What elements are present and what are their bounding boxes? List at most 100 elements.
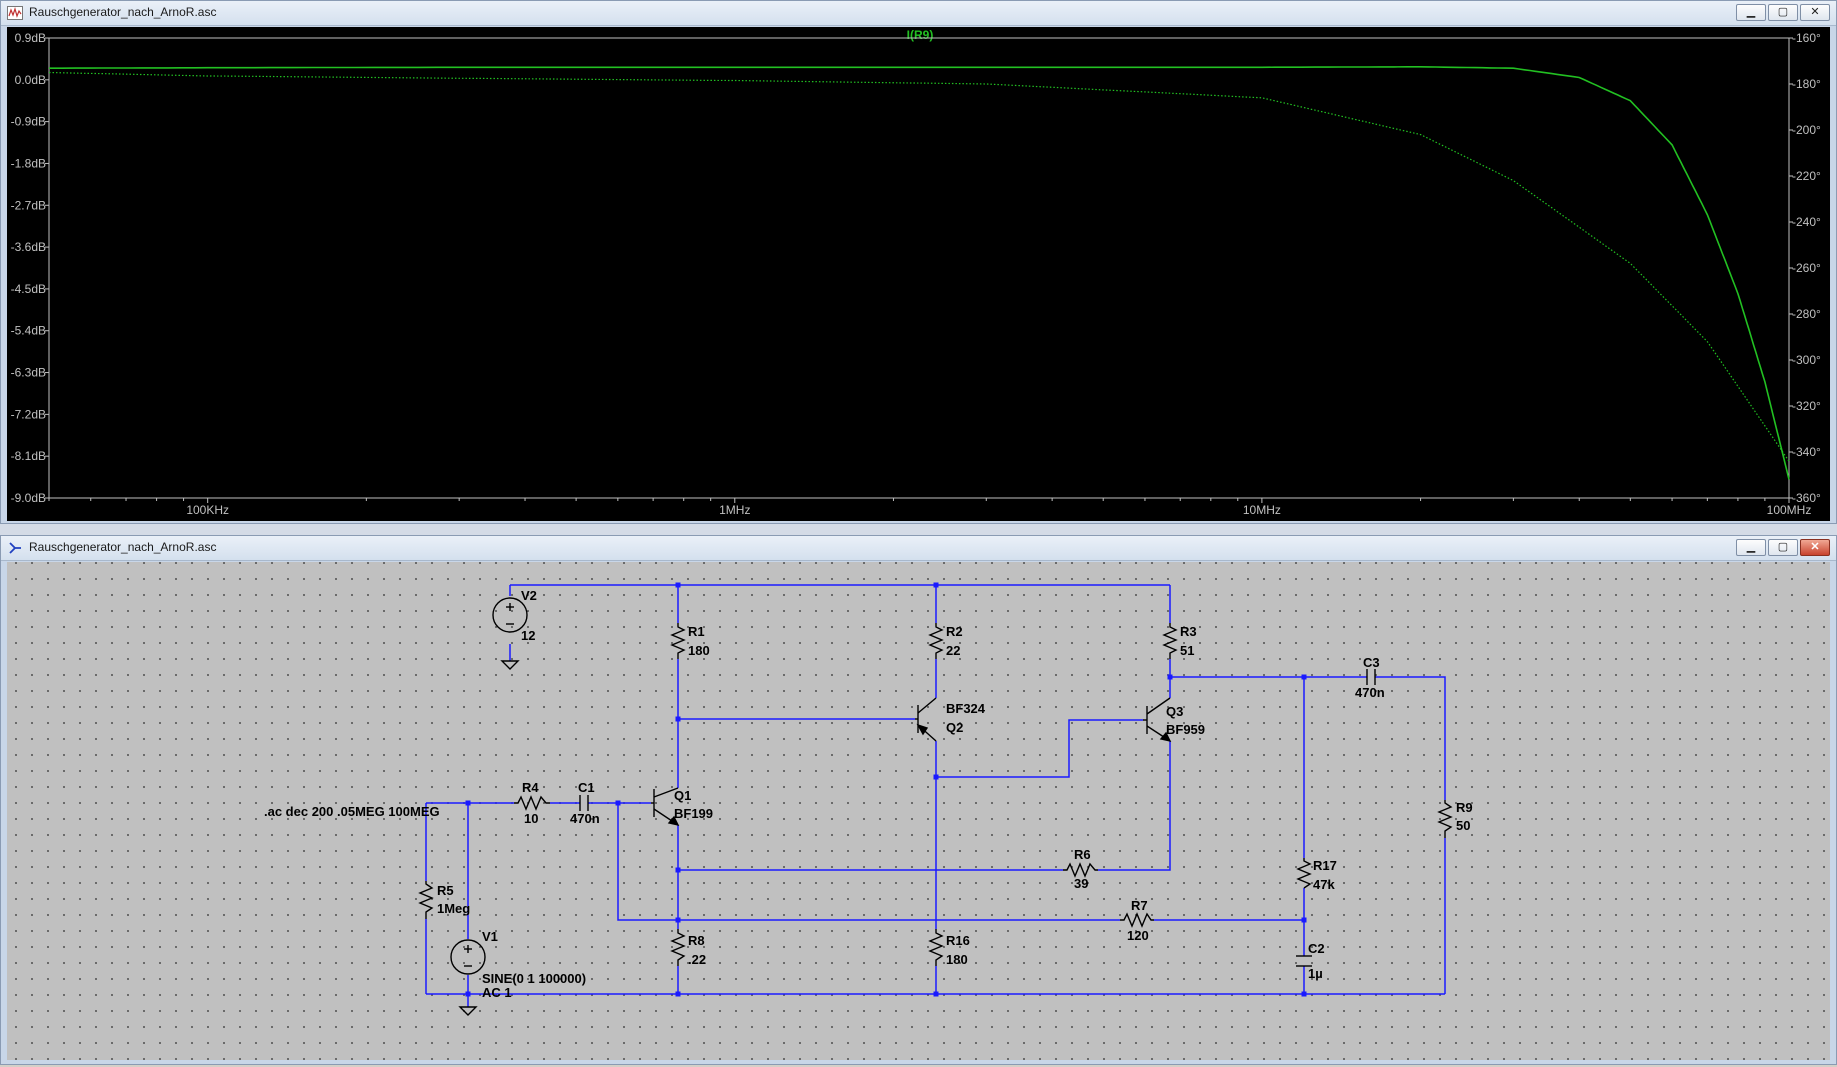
- r16-value-label[interactable]: 180: [946, 952, 968, 967]
- transistor-q2-symbol[interactable]: [915, 697, 937, 742]
- r2-value-label[interactable]: 22: [946, 643, 960, 658]
- resistor-r6-symbol[interactable]: [1063, 862, 1098, 878]
- v2-value-label[interactable]: 12: [521, 628, 535, 643]
- r3-name-label[interactable]: R3: [1180, 624, 1197, 639]
- junction-dot: [465, 991, 471, 997]
- c3-value-label[interactable]: 470n: [1355, 685, 1385, 700]
- c2-name-label[interactable]: C2: [1308, 941, 1325, 956]
- capacitor-c1-symbol[interactable]: [579, 795, 589, 811]
- c3-name-label[interactable]: C3: [1363, 655, 1380, 670]
- trace-label-i-r9[interactable]: I(R9): [907, 28, 934, 42]
- resistor-r4-symbol[interactable]: [514, 795, 550, 811]
- wire[interactable]: [1375, 676, 1446, 800]
- r5-value-label[interactable]: 1Meg: [437, 901, 470, 916]
- c2-value-label[interactable]: 1µ: [1308, 966, 1323, 981]
- schematic-window[interactable]: Rauschgenerator_nach_ArnoR.asc ▁ ▢ ✕: [0, 535, 1837, 1065]
- q2-name-label[interactable]: Q2: [946, 720, 963, 735]
- r9-value-label[interactable]: 50: [1456, 818, 1470, 833]
- schematic-window-title: Rauschgenerator_nach_ArnoR.asc: [29, 540, 217, 554]
- y-tick-label-right: -260°: [1792, 261, 1821, 275]
- resistor-r3-symbol[interactable]: [1162, 623, 1178, 659]
- waveform-titlebar[interactable]: Rauschgenerator_nach_ArnoR.asc ▁ ▢ ✕: [1, 1, 1836, 26]
- q2-part-label[interactable]: BF324: [946, 701, 986, 716]
- y-tick-label-right: -320°: [1792, 399, 1821, 413]
- schematic-titlebar[interactable]: Rauschgenerator_nach_ArnoR.asc ▁ ▢ ✕: [1, 536, 1836, 561]
- minimize-button[interactable]: ▁: [1736, 4, 1766, 21]
- junction-dot: [675, 991, 681, 997]
- transistor-q1-symbol[interactable]: [651, 787, 680, 827]
- q1-part-label[interactable]: BF199: [674, 806, 713, 821]
- junction-dot: [675, 867, 681, 873]
- r16-name-label[interactable]: R16: [946, 933, 970, 948]
- r1-name-label[interactable]: R1: [688, 624, 705, 639]
- resistor-r1-symbol[interactable]: [670, 623, 686, 659]
- spice-directive[interactable]: .ac dec 200 .05MEG 100MEG: [264, 804, 440, 819]
- resistor-r9-symbol[interactable]: [1437, 800, 1453, 838]
- voltage-source-v2-symbol[interactable]: [492, 597, 528, 633]
- junctions: [465, 582, 1307, 997]
- r9-name-label[interactable]: R9: [1456, 800, 1473, 815]
- resistor-r8-symbol[interactable]: [670, 929, 686, 966]
- y-tick-label-left: -3.6dB: [11, 240, 46, 254]
- y-tick-label-left: -4.5dB: [11, 282, 46, 296]
- r3-value-label[interactable]: 51: [1180, 643, 1194, 658]
- junction-dot: [933, 991, 939, 997]
- y-tick-label-left: -5.4dB: [11, 324, 46, 338]
- y-tick-label-left: 0.0dB: [15, 73, 46, 87]
- junction-dot: [1167, 674, 1173, 680]
- resistor-r7-symbol[interactable]: [1120, 912, 1154, 928]
- r7-name-label[interactable]: R7: [1131, 898, 1148, 913]
- q1-name-label[interactable]: Q1: [674, 788, 691, 803]
- r17-name-label[interactable]: R17: [1313, 858, 1337, 873]
- c1-value-label[interactable]: 470n: [570, 811, 600, 826]
- restore-button[interactable]: ▢: [1768, 539, 1798, 556]
- transistor-q3-symbol[interactable]: [1143, 697, 1172, 743]
- y-tick-label-right: -180°: [1792, 77, 1821, 91]
- y-tick-label-left: -0.9dB: [11, 115, 46, 129]
- r6-value-label[interactable]: 39: [1074, 876, 1088, 891]
- close-button[interactable]: ✕: [1800, 4, 1830, 21]
- r7-value-label[interactable]: 120: [1127, 928, 1149, 943]
- wire[interactable]: [936, 719, 1143, 778]
- y-tick-label-right: -240°: [1792, 215, 1821, 229]
- capacitor-c3-symbol[interactable]: [1366, 669, 1376, 685]
- restore-button[interactable]: ▢: [1768, 4, 1798, 21]
- junction-dot: [675, 917, 681, 923]
- y-tick-label-left: -1.8dB: [11, 156, 46, 170]
- minimize-button[interactable]: ▁: [1736, 539, 1766, 556]
- waveform-window[interactable]: Rauschgenerator_nach_ArnoR.asc ▁ ▢ ✕ I(R…: [0, 0, 1837, 524]
- r6-name-label[interactable]: R6: [1074, 847, 1091, 862]
- r8-name-label[interactable]: R8: [688, 933, 705, 948]
- r8-value-label[interactable]: .22: [688, 952, 706, 967]
- minimize-icon: ▁: [1746, 6, 1756, 18]
- q3-part-label[interactable]: BF959: [1166, 722, 1205, 737]
- x-tick-label: 1MHz: [719, 503, 750, 517]
- junction-dot: [465, 800, 471, 806]
- v1-name-label[interactable]: V1: [482, 929, 498, 944]
- r2-name-label[interactable]: R2: [946, 624, 963, 639]
- resistor-r16-symbol[interactable]: [928, 929, 944, 966]
- r1-value-label[interactable]: 180: [688, 643, 710, 658]
- bode-plot[interactable]: I(R9) 0.9dB0.0dB-0.9dB-1.8dB-2.7dB-3.6dB…: [7, 27, 1830, 521]
- junction-dot: [1301, 917, 1307, 923]
- r17-value-label[interactable]: 47k: [1313, 877, 1335, 892]
- v1-value-label[interactable]: SINE(0 1 100000): [482, 971, 586, 986]
- v1-ac-label[interactable]: AC 1: [482, 985, 512, 1000]
- resistor-r17-symbol[interactable]: [1296, 858, 1312, 889]
- v2-name-label[interactable]: V2: [521, 588, 537, 603]
- close-icon: ✕: [1810, 541, 1820, 553]
- close-button[interactable]: ✕: [1800, 539, 1830, 556]
- wire[interactable]: [617, 803, 1120, 921]
- resistor-r5-symbol[interactable]: [418, 881, 434, 919]
- q3-name-label[interactable]: Q3: [1166, 704, 1183, 719]
- c1-name-label[interactable]: C1: [578, 780, 595, 795]
- capacitor-c2-symbol[interactable]: [1296, 955, 1312, 967]
- r5-name-label[interactable]: R5: [437, 883, 454, 898]
- r4-value-label[interactable]: 10: [524, 811, 538, 826]
- schematic-canvas[interactable]: V2 12 R1 180 R2 22 R3 51 C3 470n BF324 Q…: [7, 562, 1830, 1060]
- wire[interactable]: [1098, 741, 1171, 871]
- r4-name-label[interactable]: R4: [522, 780, 539, 795]
- resistor-r2-symbol[interactable]: [928, 623, 944, 659]
- voltage-source-v1-symbol[interactable]: [450, 939, 486, 975]
